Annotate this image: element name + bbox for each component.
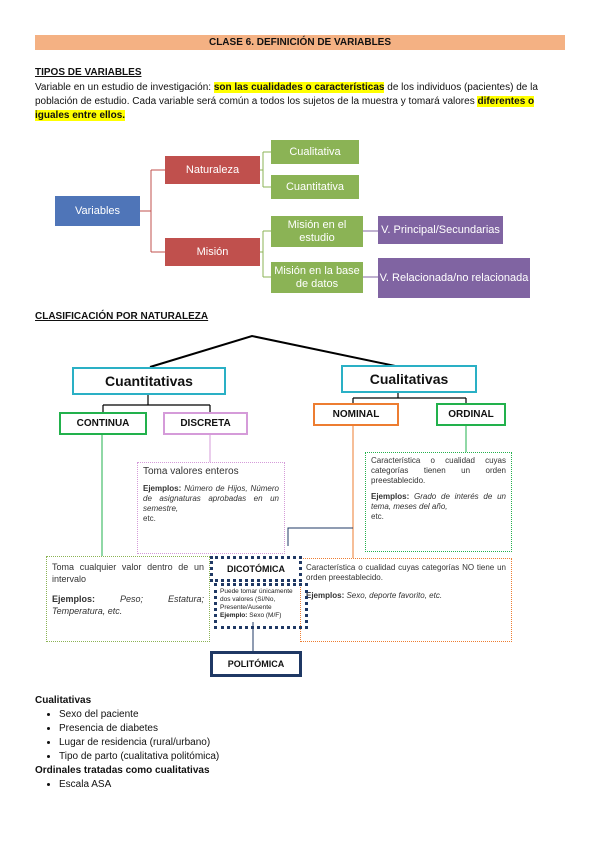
text: Variable en un estudio de investigación: bbox=[35, 82, 214, 93]
list-item: Lugar de residencia (rural/urbano) bbox=[59, 736, 565, 750]
box-continua: CONTINUA bbox=[59, 412, 147, 435]
page-banner: CLASE 6. DEFINICIÓN DE VARIABLES bbox=[35, 35, 565, 50]
section-heading-tipos: TIPOS DE VARIABLES bbox=[35, 67, 142, 78]
desc: Toma valores enteros bbox=[143, 466, 239, 477]
node-mision: Misión bbox=[165, 238, 260, 266]
box-cualitativas: Cualitativas bbox=[341, 365, 477, 393]
list-item: Presencia de diabetes bbox=[59, 722, 565, 736]
node-cualitativa: Cualitativa bbox=[271, 140, 359, 164]
dicotomica-description: Puede tomar únicamente dos valores (Sí/N… bbox=[214, 583, 308, 629]
list-item: Escala ASA bbox=[59, 778, 565, 792]
node-naturaleza: Naturaleza bbox=[165, 156, 260, 184]
ordinales-title: Ordinales tratadas como cualitativas bbox=[35, 765, 210, 776]
list-item: Tipo de parto (cualitativa politómica) bbox=[59, 750, 565, 764]
box-cuantitativas: Cuantitativas bbox=[72, 367, 226, 395]
ordinal-description: Característica o cualidad cuyas categorí… bbox=[365, 452, 512, 552]
discreta-description: Toma valores enteros Ejemplos: Número de… bbox=[137, 462, 285, 554]
label: Ejemplos: bbox=[52, 594, 96, 604]
box-ordinal: ORDINAL bbox=[436, 403, 506, 426]
desc: Puede tomar únicamente dos valores (Sí/N… bbox=[220, 588, 293, 611]
examples: Grado de interés de un tema, meses del a… bbox=[371, 492, 506, 511]
desc: Toma cualquier valor dentro de un interv… bbox=[52, 562, 204, 584]
node-v-principal: V. Principal/Secundarias bbox=[378, 216, 503, 244]
cualitativas-title: Cualitativas bbox=[35, 695, 92, 706]
etc: etc. bbox=[371, 512, 384, 521]
box-discreta: DISCRETA bbox=[163, 412, 248, 435]
continua-description: Toma cualquier valor dentro de un interv… bbox=[46, 556, 210, 642]
examples: Peso; Estatura; Temperatura, etc. bbox=[52, 594, 204, 616]
desc: Característica o cualidad cuyas categorí… bbox=[371, 456, 506, 485]
label: Ejemplos: bbox=[306, 591, 345, 600]
examples: Sexo (M/F) bbox=[247, 612, 282, 619]
examples: Sexo, deporte favorito, etc. bbox=[344, 591, 443, 600]
bottom-lists: Cualitativas Sexo del paciente Presencia… bbox=[35, 694, 565, 792]
label: Ejemplo: bbox=[220, 612, 248, 619]
highlight: son las cualidades o características bbox=[213, 82, 385, 93]
node-mision-base: Misión en la base de datos bbox=[271, 262, 363, 293]
list-item: Sexo del paciente bbox=[59, 708, 565, 722]
tipos-paragraph: Variable en un estudio de investigación:… bbox=[35, 81, 560, 123]
box-politomica: POLITÓMICA bbox=[210, 651, 302, 677]
node-cuantitativa: Cuantitativa bbox=[271, 175, 359, 199]
section-heading-clasificacion: CLASIFICACIÓN POR NATURALEZA bbox=[35, 311, 209, 322]
box-dicotomica: DICOTÓMICA bbox=[210, 556, 302, 582]
etc: etc. bbox=[143, 514, 156, 523]
node-v-relacionada: V. Relacionada/no relacionada bbox=[378, 258, 530, 298]
node-variables: Variables bbox=[55, 196, 140, 226]
box-nominal: NOMINAL bbox=[313, 403, 399, 426]
cualitativas-list: Sexo del paciente Presencia de diabetes … bbox=[35, 708, 565, 764]
label: Ejemplos: bbox=[143, 484, 182, 493]
label: Ejemplos: bbox=[371, 492, 410, 501]
text: de los individuos (pacientes) de la pobl… bbox=[35, 82, 538, 107]
examples: Número de Hijos, Número de asignaturas a… bbox=[143, 484, 279, 513]
ordinales-list: Escala ASA bbox=[35, 778, 565, 792]
node-mision-estudio: Misión en el estudio bbox=[271, 216, 363, 247]
nominal-description: Característica o cualidad cuyas categorí… bbox=[300, 558, 512, 642]
desc: Característica o cualidad cuyas categorí… bbox=[306, 563, 506, 582]
